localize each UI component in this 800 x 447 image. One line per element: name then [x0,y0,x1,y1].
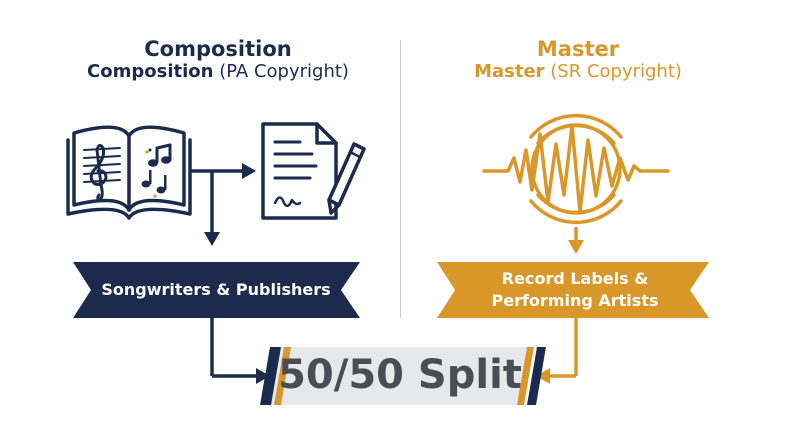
master-subtitle-rest: (SR Copyright) [544,61,682,82]
split-label: 50/50 Split [278,352,522,398]
master-title: Master [536,37,620,61]
master-connectors [548,227,578,378]
master-subtitle: Master (SR Copyright) [438,61,718,83]
composition-subtitle: Composition (PA Copyright) [58,61,378,83]
sparkle-marks [145,150,157,198]
center-divider [400,40,401,318]
composition-arrowheads [204,163,270,384]
composition-subtitle-bold: Composition [87,61,214,82]
split-badge-shape [260,347,546,405]
songwriters-banner-label: Songwriters & Publishers [101,280,331,299]
labels-banner-label: Record Labels & Performing Artists [450,268,700,312]
music-notes [141,148,171,194]
labels-banner-shape [437,262,709,318]
labels-banner-line1: Record Labels & [501,269,649,288]
music-book-icon [66,125,192,220]
labels-banner-line2: Performing Artists [491,291,659,310]
contract-pen-icon [261,122,366,220]
soundwave-disc-icon [482,113,670,225]
composition-connectors [190,169,258,378]
composition-title: Composition [144,37,292,61]
master-arrowheads [536,240,584,384]
composition-subtitle-rest: (PA Copyright) [213,61,349,82]
songwriters-banner-shape [73,262,360,318]
master-subtitle-bold: Master [474,61,545,82]
